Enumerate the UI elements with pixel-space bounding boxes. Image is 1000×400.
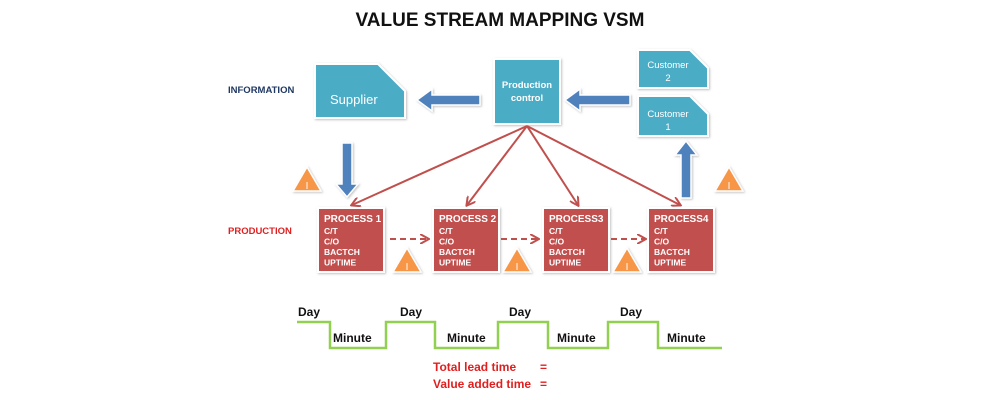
process-metric: BACTCH (439, 247, 475, 257)
process-metric: C/O (654, 237, 670, 247)
value-added-time-label: Value added time (433, 377, 531, 391)
arrow-left-to-supplier-icon (415, 87, 481, 113)
inventory-triangle-icon: I (501, 246, 533, 273)
timeline-minute-label: Minute (333, 331, 372, 345)
process-metric: C/T (324, 226, 339, 236)
customer-2-number: 2 (665, 73, 670, 84)
inventory-symbol: I (626, 262, 629, 273)
process-metric: BACTCH (324, 247, 360, 257)
process-title: PROCESS 1 (324, 214, 382, 225)
customer-2-box: Customer 2 (637, 49, 709, 89)
process-metric: BACTCH (549, 247, 585, 257)
control-to-process-4-line (526, 125, 680, 205)
inventory-symbol: I (728, 181, 731, 192)
supplier-box: Supplier (314, 63, 406, 119)
inventory-symbol: I (306, 181, 309, 192)
production-control-label-1: Production (502, 80, 552, 91)
total-lead-time-label: Total lead time (433, 360, 516, 374)
timeline-minute-label: Minute (447, 331, 486, 345)
production-label: PRODUCTION (228, 226, 292, 237)
process-metric: UPTIME (549, 258, 581, 268)
process-metric: C/T (549, 226, 564, 236)
timeline-step-line (297, 320, 722, 350)
inventory-triangle-icon: I (713, 165, 745, 192)
information-label: INFORMATION (228, 85, 294, 96)
total-lead-time-equals: = (540, 360, 547, 374)
process-metric: C/T (654, 226, 669, 236)
inventory-triangle-icon: I (611, 246, 643, 273)
arrow-down-to-process-icon (334, 142, 360, 199)
control-to-process-1-line (352, 125, 528, 205)
control-to-process-2-line (467, 125, 528, 205)
timeline-minute-label: Minute (557, 331, 596, 345)
process-title: PROCESS 2 (439, 214, 497, 225)
process-metric: C/T (439, 226, 454, 236)
process-metric: C/O (439, 237, 455, 247)
page-title: VALUE STREAM MAPPING VSM (356, 10, 645, 31)
timeline-minute-label: Minute (667, 331, 706, 345)
customer-2-label: Customer (647, 60, 688, 71)
inventory-symbol: I (406, 262, 409, 273)
production-control-box: Production control (493, 58, 561, 125)
arrow-up-to-customer-icon (673, 139, 699, 199)
timeline-day-label: Day (400, 305, 422, 319)
control-to-process-3-line (526, 125, 578, 205)
process-title: PROCESS3 (549, 214, 604, 225)
customer-1-box: Customer 1 (637, 95, 709, 137)
inventory-triangle-icon: I (391, 246, 423, 273)
timeline-day-label: Day (509, 305, 531, 319)
process-title: PROCESS4 (654, 214, 709, 225)
customer-1-number: 1 (665, 122, 670, 133)
production-control-label-2: control (511, 93, 543, 104)
process-metric: BACTCH (654, 247, 690, 257)
value-added-time-equals: = (540, 377, 547, 391)
timeline-day-label: Day (620, 305, 642, 319)
process-metric: UPTIME (439, 258, 471, 268)
supplier-label: Supplier (330, 92, 378, 107)
arrow-left-to-control-icon (563, 87, 631, 113)
process-metric: UPTIME (324, 258, 356, 268)
customer-1-label: Customer (647, 109, 688, 120)
process-metric: C/O (324, 237, 340, 247)
inventory-triangle-icon: I (291, 165, 323, 192)
process-metric: UPTIME (654, 258, 686, 268)
inventory-symbol: I (516, 262, 519, 273)
timeline-day-label: Day (298, 305, 320, 319)
process-metric: C/O (549, 237, 565, 247)
